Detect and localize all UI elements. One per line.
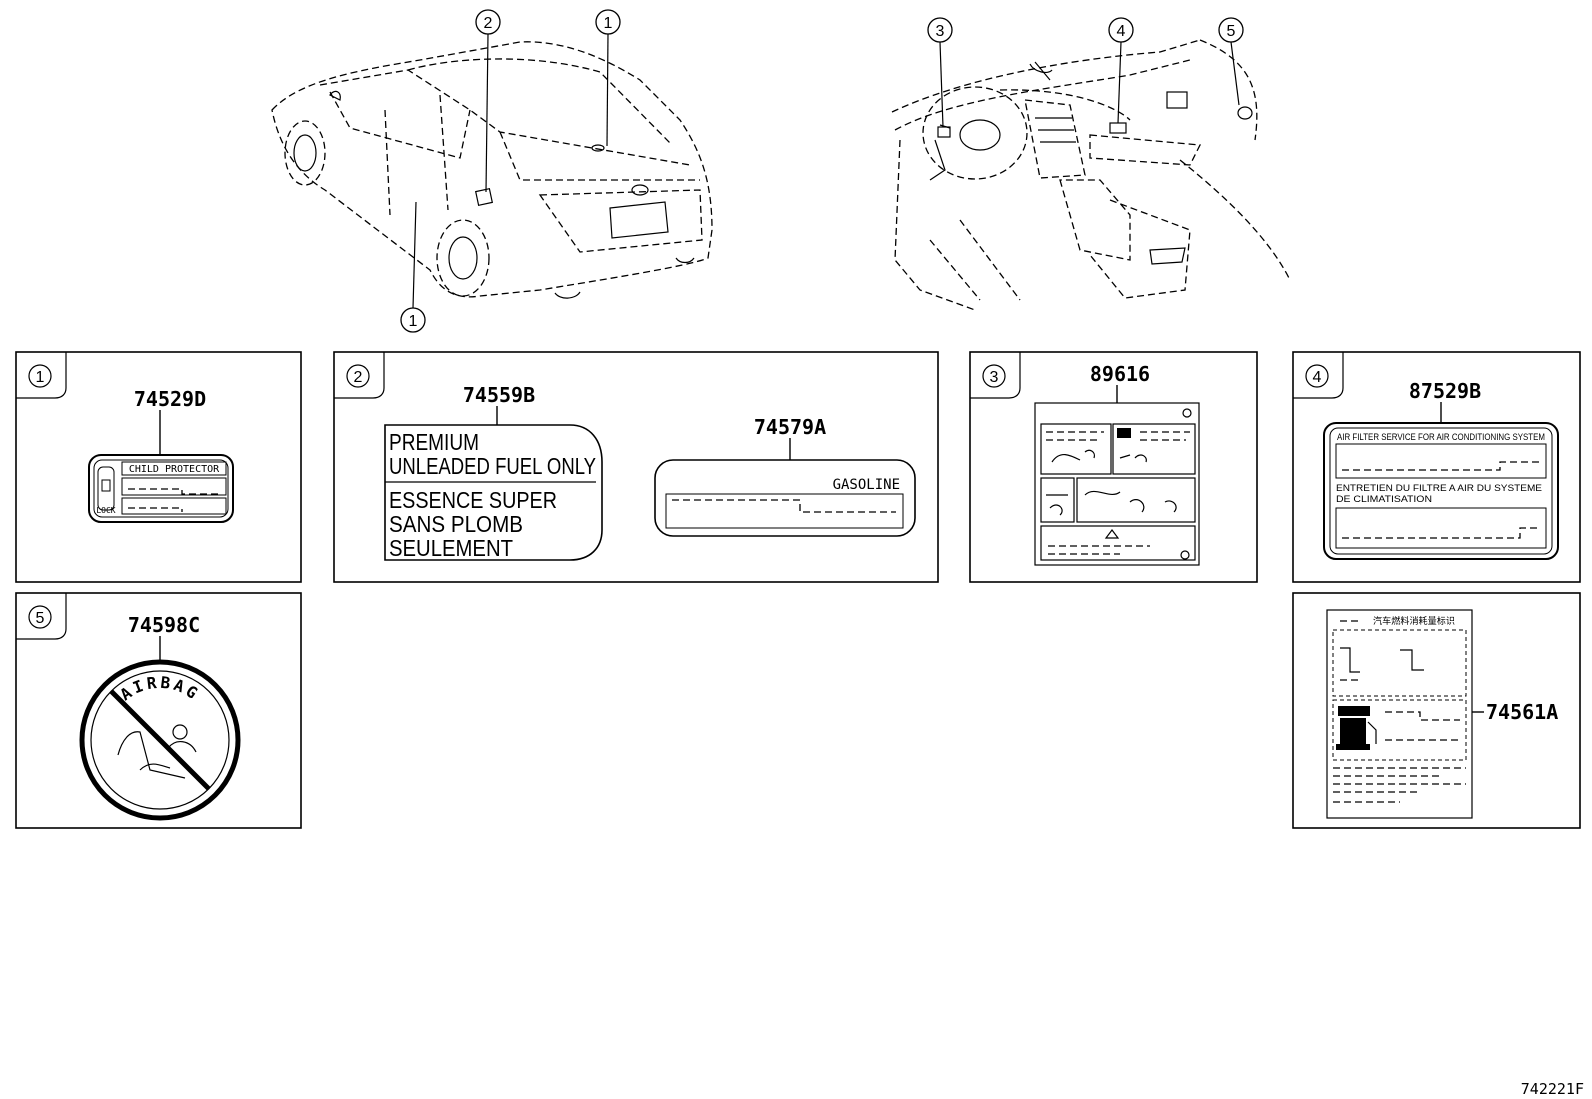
callout-number: 5 (1227, 23, 1236, 40)
callout-number: 2 (484, 15, 493, 32)
panel-index: 1 (36, 369, 45, 386)
panel-index: 4 (1313, 369, 1322, 386)
diagram-code: 742221F (1521, 1080, 1584, 1098)
part-number: 74529D (134, 387, 206, 411)
panel-2-fuel-labels: 2 74559B PREMIUM UNLEADED FUEL ONLY ESSE… (333, 351, 939, 583)
callout-4: 4 (1108, 17, 1134, 124)
label-header: 汽车燃料消耗量标识 (1373, 615, 1455, 626)
label-line-2: ENTRETIEN DU FILTRE A AIR DU SYSTEME (1336, 483, 1542, 493)
part-number: 89616 (1090, 362, 1150, 386)
car-interior-illustration (891, 39, 1291, 311)
label-line-3: DE CLIMATISATION (1336, 494, 1432, 504)
part-number: 74561A (1486, 700, 1558, 724)
part-number-74579a: 74579A (754, 415, 826, 439)
car-exterior-illustration (271, 41, 713, 299)
label-title: CHILD PROTECTOR (129, 464, 220, 475)
callout-number: 1 (409, 313, 418, 330)
panel-index: 3 (990, 369, 999, 386)
fuel-line-2: UNLEADED FUEL ONLY (389, 453, 596, 479)
callout-number: 1 (604, 15, 613, 32)
callout-5: 5 (1218, 17, 1244, 106)
callout-2: 2 (475, 9, 501, 193)
fuel-line-4: SANS PLOMB (389, 511, 523, 537)
part-number: 74598C (128, 613, 200, 637)
callout-number: 3 (936, 23, 945, 40)
callout-number: 4 (1117, 23, 1126, 40)
gasoline-text: GASOLINE (833, 477, 900, 493)
panel-4-air-filter-label: 4 87529B AIR FILTER SERVICE FOR AIR COND… (1292, 351, 1581, 583)
panel-index: 5 (36, 610, 45, 627)
fuel-line-5: SEULEMENT (389, 535, 513, 561)
lock-text: LOCK (96, 506, 115, 515)
fuel-line-3: ESSENCE SUPER (389, 487, 557, 513)
panel-6-fuel-consumption-label: 汽车燃料消耗量标识 74561A (1292, 592, 1581, 829)
fuel-line-1: PREMIUM (389, 429, 479, 455)
panel-1-child-protector: 1 74529D CHILD PROTECTOR LOCK (15, 351, 302, 583)
callout-3: 3 (927, 17, 953, 128)
panel-5-airbag-label: 5 74598C AIRBAG (15, 592, 302, 829)
panel-index: 2 (354, 369, 363, 386)
callout-1a: 1 (595, 9, 621, 147)
callout-1b: 1 (400, 201, 426, 333)
label-line-1: AIR FILTER SERVICE FOR AIR CONDITIONING … (1337, 432, 1545, 442)
panel-3-label-89616: 3 89616 (969, 351, 1258, 583)
part-number: 87529B (1409, 379, 1481, 403)
part-number-74559b: 74559B (463, 383, 535, 407)
